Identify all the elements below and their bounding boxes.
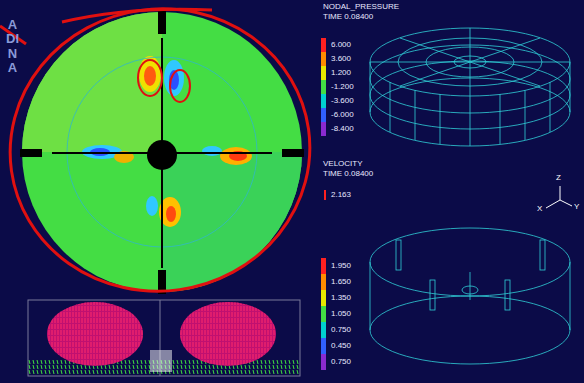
scale-value: 0.750: [331, 358, 351, 367]
time-label: TIME 0.08400: [323, 170, 373, 179]
outline-model: [370, 228, 570, 364]
axis-label: X: [537, 205, 542, 214]
color-swatch: [321, 38, 326, 52]
scale-value: 1.650: [331, 278, 351, 287]
scale-value: -3.600: [331, 97, 354, 106]
plot-title: NODAL_PRESSURE: [323, 3, 399, 12]
velocity-section: [28, 300, 300, 376]
mesh-model: [370, 28, 570, 146]
scale-value: -1.200: [331, 83, 354, 92]
max-value: 2.163: [331, 191, 351, 200]
time-label: TIME 0.08400: [323, 13, 373, 22]
scale-value: 3.600: [331, 55, 351, 64]
scale-value: 0.750: [331, 326, 351, 335]
scale-value: 0.450: [331, 342, 351, 351]
hand-annotation: [0, 0, 328, 311]
scale-value: 1.950: [331, 262, 351, 271]
color-swatch: [321, 322, 326, 338]
color-swatch: [321, 80, 326, 94]
color-swatch: [321, 66, 326, 80]
color-swatch: [321, 258, 326, 274]
max-marker: [324, 190, 326, 200]
scale-value: 6.000: [331, 41, 351, 50]
color-swatch: [321, 306, 326, 322]
color-swatch: [321, 354, 326, 370]
color-swatch: [321, 338, 326, 354]
color-swatch: [321, 52, 326, 66]
color-swatch: [321, 122, 326, 136]
scale-value: -8.400: [331, 125, 354, 134]
watermark-letters: ADINA: [6, 18, 19, 75]
color-swatch: [321, 290, 326, 306]
plot-title: VELOCITY: [323, 160, 363, 169]
scale-value: 1.350: [331, 294, 351, 303]
color-swatch: [321, 94, 326, 108]
axis-triad: [546, 186, 572, 208]
color-swatch: [321, 274, 326, 290]
axis-label: Y: [574, 203, 579, 212]
scale-value: 1.200: [331, 69, 351, 78]
color-swatch: [321, 108, 326, 122]
axis-label: Z: [556, 174, 561, 183]
scale-value: -6.000: [331, 111, 354, 120]
scale-value: 1.050: [331, 310, 351, 319]
